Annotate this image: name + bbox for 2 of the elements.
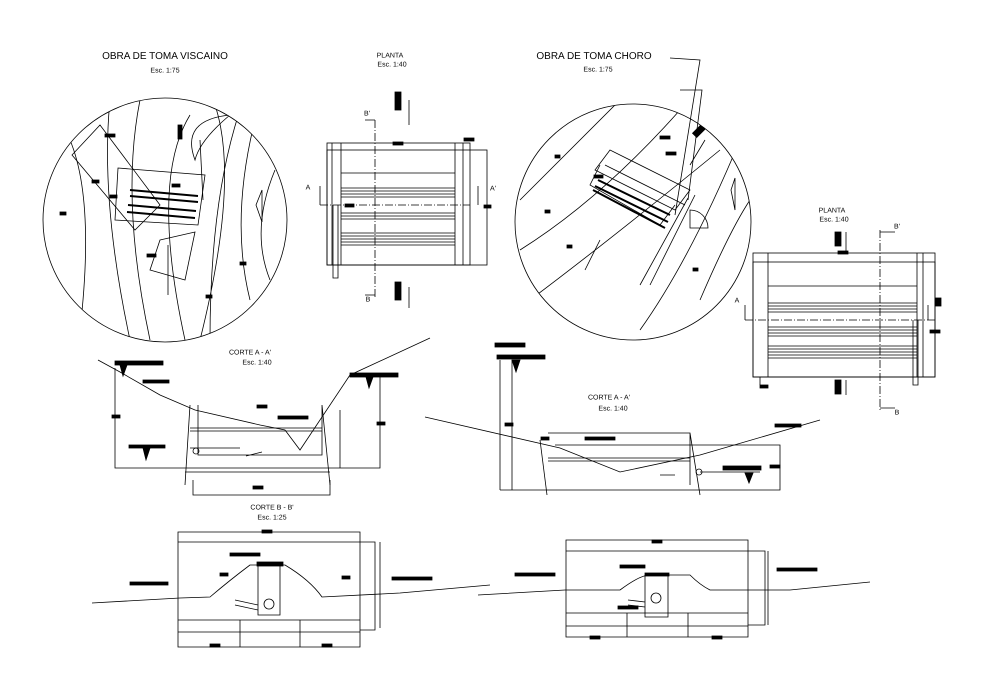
drawing-title: OBRA DE TOMA CHORO xyxy=(536,52,652,62)
drawing-title: OBRA DE TOMA VISCAINO xyxy=(102,52,228,62)
